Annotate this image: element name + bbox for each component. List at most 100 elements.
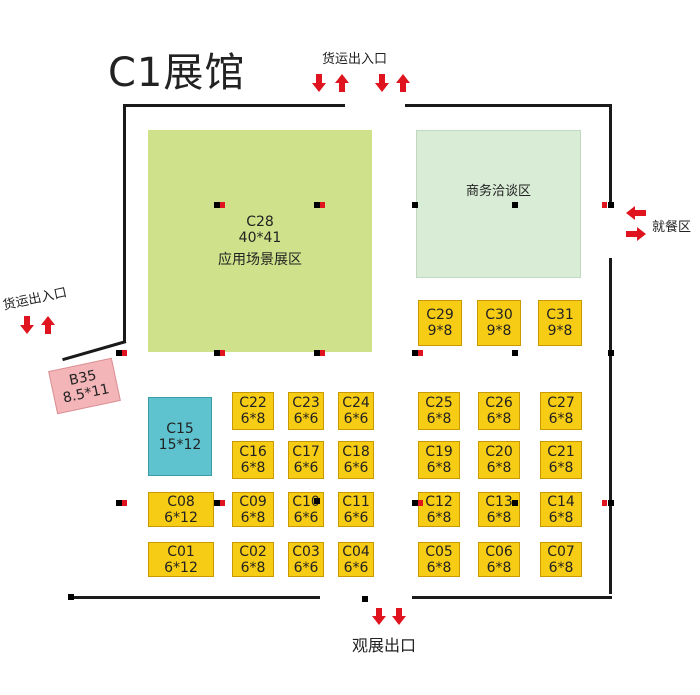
booth-size: 6*8 [486, 411, 512, 427]
zone-size: 8.5*11 [61, 381, 111, 407]
booth-id: C12 [425, 493, 453, 510]
booth-size: 6*8 [426, 460, 452, 476]
exhibition-exit-label: 观展出口 [352, 636, 417, 655]
booth-id: C16 [239, 444, 267, 460]
booth-id: C24 [342, 395, 370, 411]
booth-id: C05 [425, 543, 453, 560]
booth-size: 6*8 [548, 411, 574, 427]
booth-id: C23 [292, 395, 320, 411]
booth-id: C08 [167, 493, 195, 510]
zone-desc: 商务洽谈区 [465, 184, 531, 199]
booth-size: 6*12 [164, 559, 198, 576]
booth-size: 9*8 [427, 323, 453, 339]
booth-size: 9*8 [547, 323, 573, 339]
booth-size: 6*6 [343, 559, 369, 576]
booth-id: C02 [239, 543, 267, 560]
booth-size: 6*8 [240, 509, 266, 526]
hall-title: C1展馆 [108, 50, 246, 96]
booth-id: C27 [547, 395, 575, 411]
booth-id: C09 [239, 493, 267, 510]
booth-size: 6*6 [343, 460, 369, 476]
booth-id: C11 [342, 493, 370, 510]
booth-size: 6*6 [293, 509, 319, 526]
booth-id: C20 [485, 444, 513, 460]
booth-id: C29 [426, 307, 454, 323]
zone-size: 15*12 [158, 436, 202, 453]
booth-size: 6*6 [343, 509, 369, 526]
booth-id: C31 [546, 307, 574, 323]
booth-id: C22 [239, 395, 267, 411]
booth-size: 6*12 [164, 509, 198, 526]
booth-id: C07 [547, 543, 575, 560]
zone-id: C15 [166, 420, 194, 437]
zone-business[interactable]: 商务洽谈区 [416, 130, 581, 278]
booth-id: C19 [425, 444, 453, 460]
booth-size: 6*8 [486, 460, 512, 476]
exit-arrows-icon [372, 608, 406, 625]
booth-id: C18 [342, 444, 370, 460]
booth-id: C26 [485, 395, 513, 411]
booth-size: 6*8 [486, 559, 512, 576]
booth-id: C13 [485, 493, 513, 510]
zone-desc: 应用场景展区 [218, 252, 302, 268]
booth-size: 6*8 [426, 509, 452, 526]
booth-size: 6*6 [293, 460, 319, 476]
booth-size: 6*8 [426, 411, 452, 427]
booth-size: 6*8 [426, 559, 452, 576]
booth-id: C21 [547, 444, 575, 460]
booth-size: 6*6 [343, 411, 369, 427]
zone-c28[interactable]: C28 40*41 应用场景展区 [148, 130, 372, 352]
booth-id: C25 [425, 395, 453, 411]
zone-id: C28 [246, 214, 274, 230]
left-entrance-arrows-icon [20, 316, 55, 334]
booth-id: C17 [292, 444, 320, 460]
booth-id: C01 [167, 543, 195, 560]
booth-id: C03 [292, 543, 320, 560]
zone-size: 40*41 [238, 230, 282, 246]
booth-id: C06 [485, 543, 513, 560]
booth-id: C10 [292, 493, 320, 510]
zone-b35[interactable]: B35 8.5*11 [48, 357, 121, 415]
booth-size: 6*8 [240, 411, 266, 427]
booth-size: 6*8 [486, 509, 512, 526]
booth-size: 6*8 [548, 509, 574, 526]
dining-area-label: 就餐区 [652, 220, 692, 235]
booth-size: 9*8 [486, 323, 512, 339]
top-freight-entrance-label: 货运出入口 [322, 52, 388, 67]
booth-size: 6*8 [240, 460, 266, 476]
zone-c15[interactable]: C15 15*12 [148, 397, 212, 476]
booth-size: 6*8 [548, 460, 574, 476]
booth-id: C04 [342, 543, 370, 560]
left-freight-entrance-label: 货运出入口 [1, 285, 69, 314]
booth-id: C30 [485, 307, 513, 323]
